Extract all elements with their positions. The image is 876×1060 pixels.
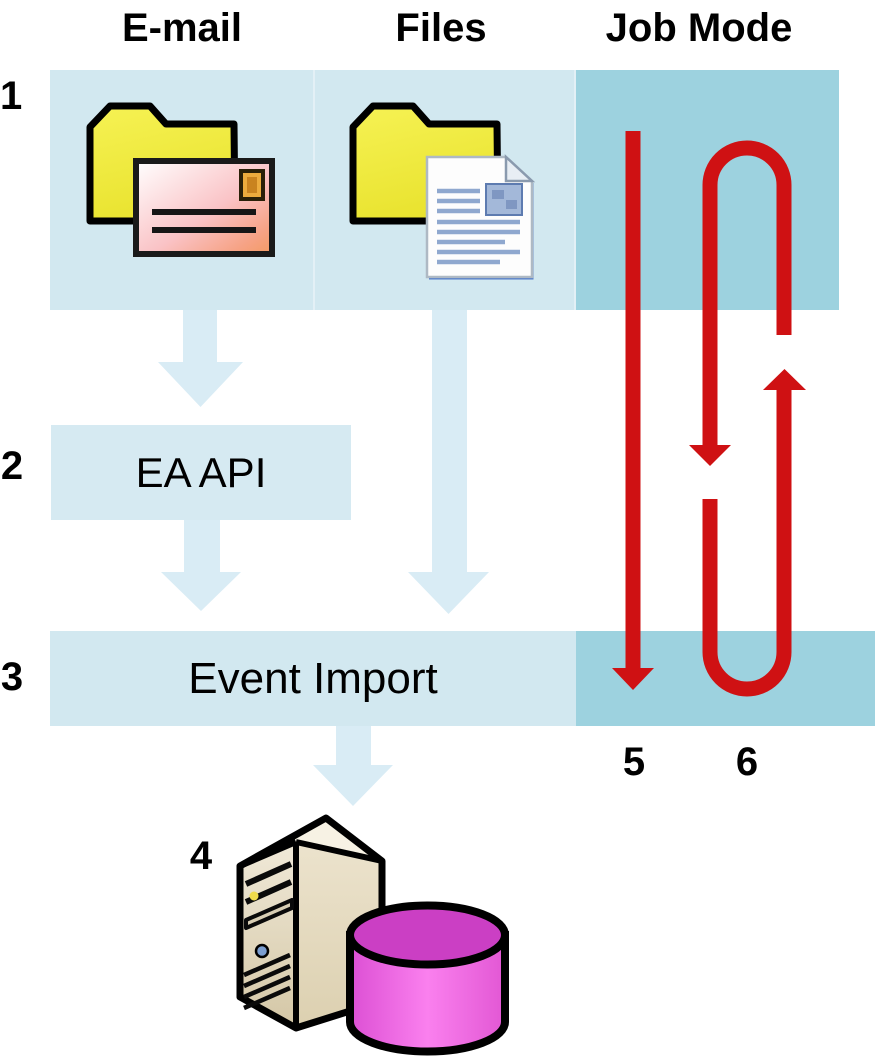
- document-icon: [425, 154, 536, 280]
- job-mode-number-6: 6: [735, 740, 759, 784]
- step-number-3: 3: [0, 655, 24, 699]
- embedded-image-detail: [506, 200, 517, 209]
- cd-slot: [244, 898, 294, 930]
- database-icon: [346, 901, 509, 1056]
- embedded-image-detail: [492, 190, 504, 199]
- column-divider: [574, 70, 576, 310]
- flow-arrow-eaapi-to-eventimport: [161, 520, 241, 611]
- column-header-files: Files: [395, 6, 487, 50]
- address-lines: [152, 209, 256, 233]
- column-header-email: E-mail: [121, 6, 243, 50]
- led-light: [249, 891, 259, 901]
- stamp-inner: [247, 177, 257, 193]
- flow-arrow-files-to-eventimport: [408, 310, 489, 614]
- flow-arrow-eventimport-to-database: [313, 726, 393, 806]
- page-fold: [504, 154, 536, 183]
- envelope-icon: [133, 158, 275, 257]
- vents: [243, 952, 291, 1011]
- job-mode-number-5: 5: [622, 740, 646, 784]
- ea-api-box: EA API: [51, 425, 351, 520]
- event-import-label: Event Import: [188, 653, 438, 703]
- ea-api-label: EA API: [135, 448, 267, 496]
- step-number-4: 4: [189, 834, 213, 878]
- column-header-job-mode: Job Mode: [605, 6, 793, 50]
- step-number-1: 1: [0, 74, 23, 118]
- flow-arrow-email-to-eaapi: [158, 310, 243, 407]
- step-number-2: 2: [0, 444, 24, 488]
- job-loop-arrow: [689, 140, 806, 697]
- event-import-band: Event Import: [50, 631, 576, 726]
- job-single-run-arrow: [612, 131, 654, 690]
- column-divider: [313, 70, 315, 310]
- power-button: [254, 943, 270, 959]
- text-lines: [437, 188, 520, 265]
- embedded-image: [485, 183, 523, 216]
- drive-slit: [244, 861, 293, 887]
